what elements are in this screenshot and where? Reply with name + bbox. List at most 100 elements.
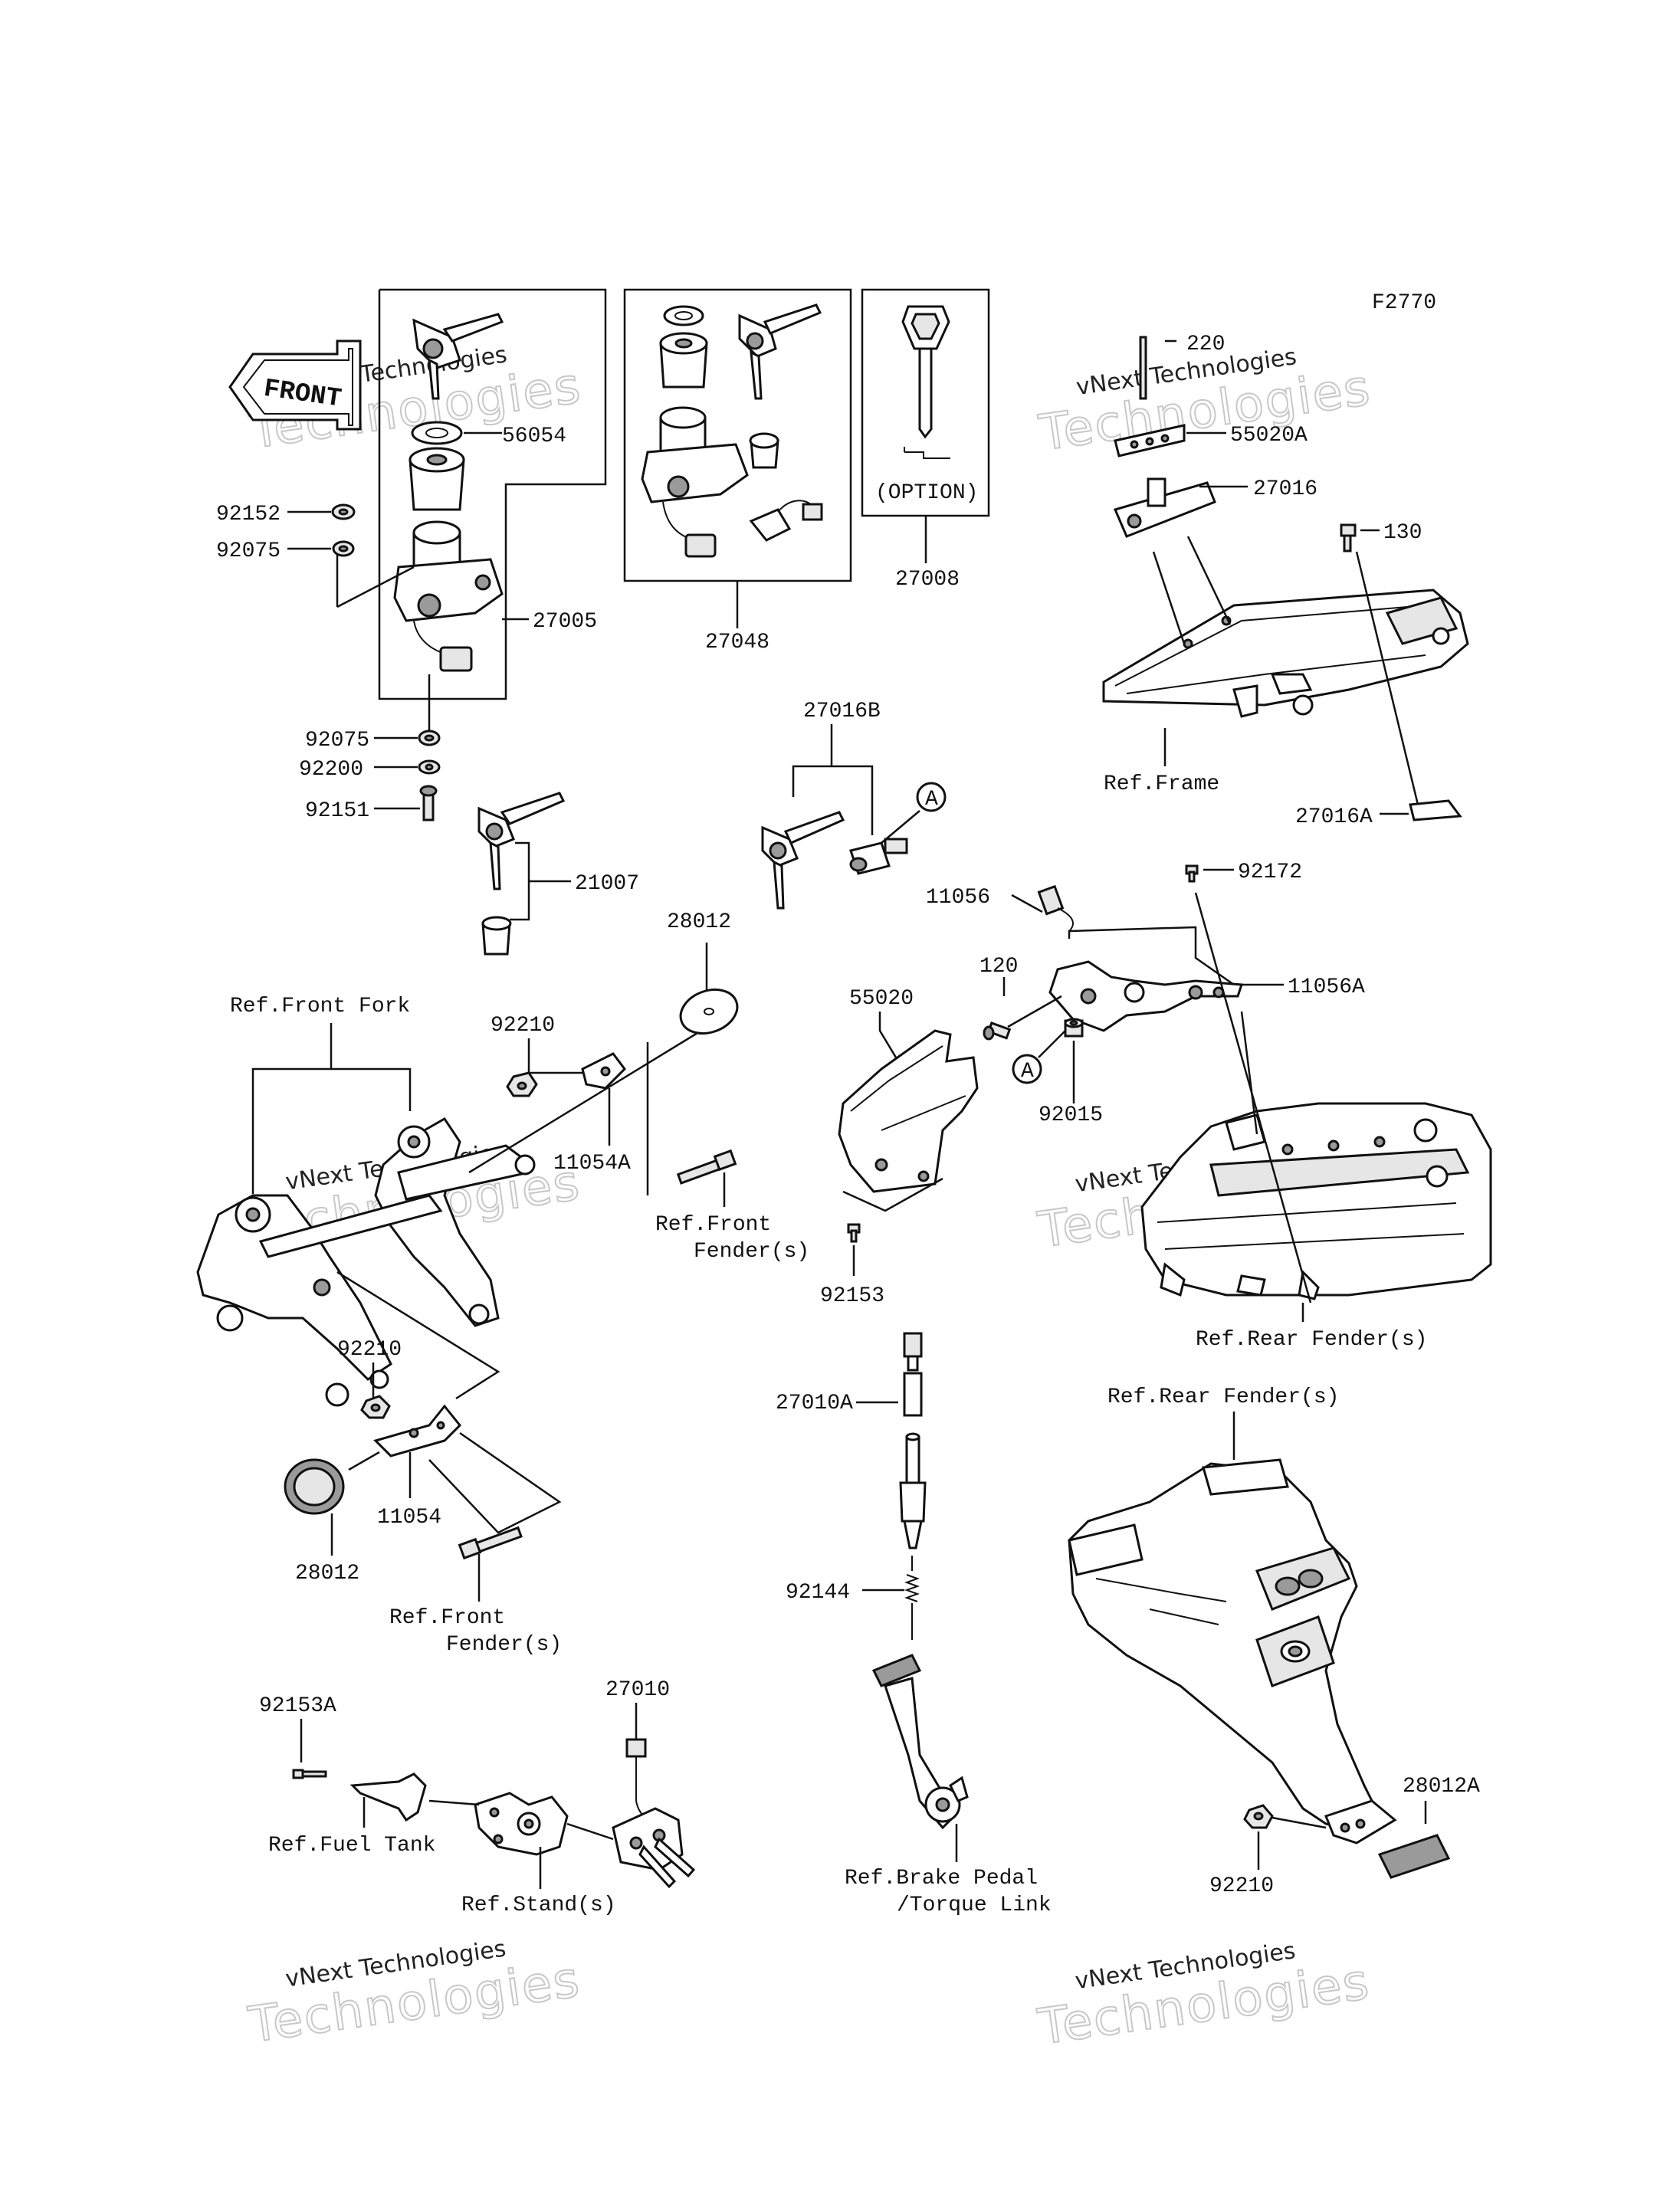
nut-icon [506,1071,538,1097]
screw-icon [292,1769,327,1779]
cover-icon [838,1029,979,1193]
ref-brake-pedal-1: Ref.Brake Pedal [845,1867,1038,1890]
washer-icon [663,305,704,326]
group-27005 [336,288,607,739]
bolt-icon [676,1149,737,1185]
figure-code: F2770 [1372,291,1436,315]
washer-icon [418,759,441,775]
ref-frame: Ref.Frame [1104,772,1219,796]
label-28012-top: 28012 [667,910,731,934]
label-92075-bottom: 92075 [305,729,369,753]
nut-icon [1243,1804,1274,1829]
label-21007: 21007 [575,872,639,896]
brake-switch-icon [899,1332,927,1549]
watermark-bottom-left: Technologies vNext Technologies [244,1935,585,2054]
group-27048 [623,288,852,628]
spacer-icon [1064,1018,1084,1038]
nut-icon [360,1395,391,1419]
label-28012A: 28012A [1403,1775,1480,1799]
washer-icon [332,540,355,557]
key-icon [738,303,822,400]
screw-icon [847,1223,861,1243]
ref-fuel-tank: Ref.Fuel Tank [268,1834,435,1858]
label-11054A: 11054A [553,1152,631,1176]
bolt-icon [1340,523,1357,553]
bracket-icon [581,1052,626,1090]
label-27010A: 27010A [776,1392,853,1415]
ref-rear-fender-low: Ref.Rear Fender(s) [1107,1385,1339,1409]
label-92075-top: 92075 [216,539,281,563]
ref-front-fender-top-2: Fender(s) [694,1240,809,1264]
group-27005-frame [378,288,607,700]
bolt-icon [983,1021,1012,1041]
ref-front-fender-bottom-1: Ref.Front [389,1606,505,1630]
ref-front-fender-bottom-2: Fender(s) [446,1633,562,1657]
screw-icon [1185,864,1199,883]
cylinder-icon [749,432,779,469]
group-27008: (OPTION) [861,288,990,563]
brake-pedal-icon [871,1654,969,1830]
label-92172: 92172 [1238,861,1302,884]
bracket-icon [373,1404,462,1458]
label-92144: 92144 [786,1581,850,1605]
ref-brake-pedal-2: /Torque Link [897,1894,1052,1917]
label-92015: 92015 [1039,1103,1103,1127]
ref-front-fender-top-1: Ref.Front [655,1213,771,1237]
ref-front-fork: Ref.Front Fork [230,995,410,1018]
key-blank-icon [901,305,950,439]
label-55020A: 55020A [1230,424,1308,448]
cable-icon [1139,336,1147,400]
reflector-icon [284,1458,345,1515]
key-set-icon [477,792,566,956]
label-11056A: 11056A [1288,976,1365,999]
label-27048: 27048 [705,631,769,654]
option-symbol-icon [904,447,950,459]
side-stand-switch-icon [612,1738,696,1889]
label-27005: 27005 [533,610,597,634]
key-icon [412,313,504,400]
label-11056: 11056 [926,886,990,910]
watermark-bottom-right: Technologies vNext Technologies [1034,1937,1374,2057]
fuel-tank-bracket-icon [349,1772,427,1822]
label-55020: 55020 [849,987,914,1011]
washer-icon [418,730,441,746]
label-92153: 92153 [820,1284,884,1308]
spring-icon [904,1556,920,1640]
label-120: 120 [979,955,1018,979]
label-92151: 92151 [305,799,369,823]
label-92152: 92152 [216,503,281,526]
cap-icon [409,447,465,511]
washer-icon [411,421,463,445]
label-92210-mid: 92210 [337,1338,402,1362]
label-92153A: 92153A [259,1694,336,1718]
label-92210-top: 92210 [491,1014,555,1038]
ref-rear-fender-mid: Ref.Rear Fender(s) [1196,1328,1427,1352]
rear-frame-icon [1140,1102,1492,1300]
label-220: 220 [1186,333,1225,356]
nut-icon [331,503,356,520]
lock-cylinder-icon [849,838,908,875]
cap-icon [659,332,708,389]
label-56054: 56054 [502,425,566,448]
frame-rear-icon [1102,589,1469,718]
hook-icon [1409,799,1462,821]
label-28012-bottom: 28012 [295,1562,359,1585]
ref-stands: Ref.Stand(s) [461,1894,616,1917]
ignition-switch-icon [641,406,749,558]
seat-lock-assembly [1113,336,1248,538]
lock-icon [749,500,823,542]
label-27010: 27010 [605,1678,670,1702]
label-92200: 92200 [299,758,363,782]
key-set-icon [761,811,845,910]
label-11054: 11054 [377,1506,441,1530]
reflector-disc-icon [679,988,739,1035]
group-27048-frame [623,288,852,582]
label-27016B: 27016B [803,700,881,723]
front-arrow-icon: FRONT [228,339,362,431]
cable-end-icon [1037,884,1074,932]
label-27016: 27016 [1253,477,1317,501]
rear-fender-icon [1068,1458,1397,1844]
ignition-switch-icon [393,520,504,672]
stand-bracket-icon [474,1792,569,1856]
